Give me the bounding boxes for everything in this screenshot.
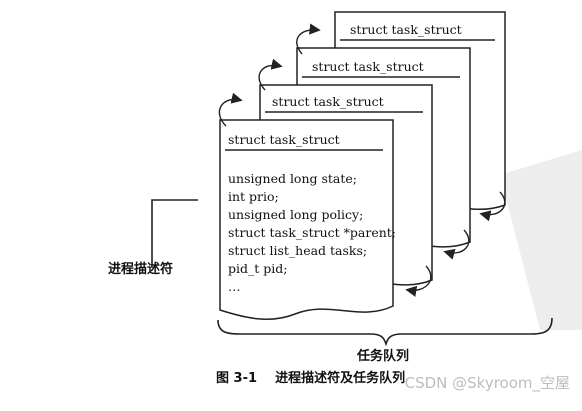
card-4-title: struct task_struct [350,22,462,37]
queue-label: 任务队列 [356,348,409,364]
field-7: … [228,279,241,294]
field-2: int prio; [228,189,279,204]
next-link-arrows [218,23,321,127]
descriptor-bracket [151,199,198,268]
card-1-title: struct task_struct [228,132,340,147]
curved-arrow-icon [296,23,321,55]
field-6: pid_t pid; [228,261,287,276]
prev-link-arrows [405,191,506,297]
queue-brace [217,317,553,347]
field-3: unsigned long policy; [228,207,363,222]
curved-arrow-icon [405,265,432,297]
field-1: unsigned long state; [228,171,357,186]
figure-caption: 图 3-1 进程描述符及任务队列 [216,370,405,386]
watermark-seal-icon [500,150,582,330]
field-5: struct list_head tasks; [228,243,367,258]
curved-arrow-icon [258,58,283,91]
task-card-1: struct task_struct unsigned long state; … [219,119,396,320]
curved-arrow-icon [479,191,506,222]
field-4: struct task_struct *parent; [228,225,396,240]
descriptor-label: 进程描述符 [108,261,173,277]
curved-arrow-icon [218,92,243,127]
card-3-title: struct task_struct [312,59,424,74]
card-2-title: struct task_struct [272,94,384,109]
curved-arrow-icon [443,229,470,260]
watermark-text: CSDN @Skyroom_空屋 [404,374,570,392]
